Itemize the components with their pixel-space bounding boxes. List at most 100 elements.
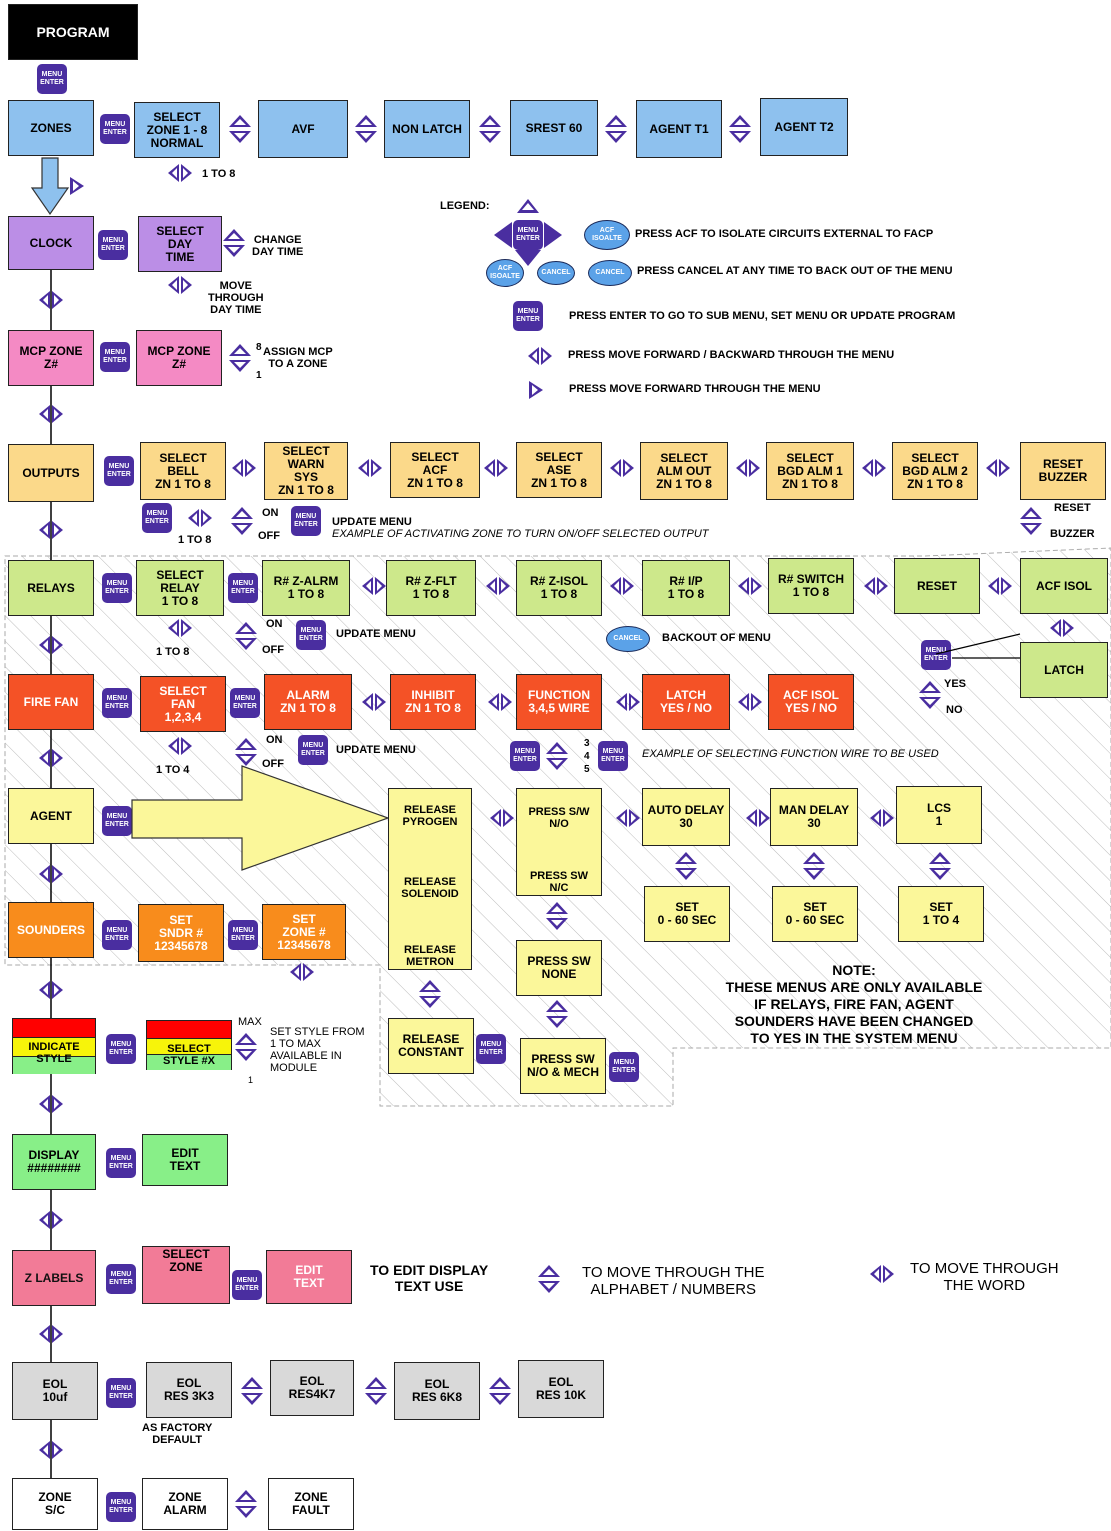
outputs-bell[interactable]: SELECT BELL ZN 1 TO 8 (140, 442, 226, 500)
menu-outputs[interactable]: OUTPUTS (8, 444, 94, 502)
relays-acf-isol[interactable]: ACF ISOL (1020, 558, 1108, 614)
menu-zone-sc[interactable]: ZONE S/C (12, 1478, 98, 1530)
style-select[interactable]: SELECT STYLE #X (146, 1020, 232, 1070)
menu-enter-button[interactable]: MENU ENTER (106, 1034, 136, 1064)
outputs-acf[interactable]: SELECT ACF ZN 1 TO 8 (390, 442, 480, 498)
zones-select[interactable]: SELECT ZONE 1 - 8 NORMAL (134, 102, 220, 158)
menu-enter-button[interactable]: MENU ENTER (142, 503, 172, 533)
menu-enter-button[interactable]: MENU ENTER (921, 640, 951, 670)
menu-zones[interactable]: ZONES (8, 100, 94, 156)
agent-auto-delay[interactable]: AUTO DELAY 30 (642, 788, 730, 846)
menu-enter-button[interactable]: MENU ENTER (102, 688, 132, 718)
labels-edit[interactable]: EDIT TEXT (266, 1250, 352, 1304)
agent-solenoid[interactable]: RELEASE SOLENOID (401, 876, 459, 900)
menu-enter-button[interactable]: MENU ENTER (291, 506, 321, 536)
fan-acf-isol[interactable]: ACF ISOL YES / NO (768, 674, 854, 730)
menu-z-labels[interactable]: Z LABELS (12, 1250, 96, 1306)
outputs-warn[interactable]: SELECT WARN SYS ZN 1 TO 8 (264, 442, 348, 500)
agent-press-no[interactable]: PRESS S/W N/O (528, 806, 590, 830)
menu-enter-button[interactable]: MENU ENTER (98, 230, 128, 260)
relays-latch[interactable]: LATCH (1020, 642, 1108, 698)
menu-enter-button[interactable]: MENU ENTER (228, 920, 258, 950)
eol-10k[interactable]: EOL RES 10K (518, 1360, 604, 1418)
sounders-sndr[interactable]: SET SNDR # 12345678 (138, 904, 224, 962)
menu-enter-button[interactable]: MENU ENTER (298, 735, 328, 765)
menu-clock[interactable]: CLOCK (8, 216, 94, 270)
menu-enter-button[interactable]: MENU ENTER (510, 741, 540, 771)
relays-zalrm[interactable]: R# Z-ALRM 1 TO 8 (262, 560, 350, 616)
menu-enter-button[interactable]: MENU ENTER (37, 64, 67, 94)
menu-enter-button[interactable]: MENU ENTER (232, 1270, 262, 1300)
agent-press-mech[interactable]: PRESS SW N/O & MECH (520, 1038, 606, 1094)
zones-avf[interactable]: AVF (258, 100, 348, 158)
relays-select[interactable]: SELECT RELAY 1 TO 8 (136, 560, 224, 616)
menu-enter-button[interactable]: MENU ENTER (102, 920, 132, 950)
menu-agent[interactable]: AGENT (8, 788, 94, 844)
menu-enter-button[interactable]: MENU ENTER (106, 1492, 136, 1522)
acf-isolate-button[interactable]: ACF ISOALTE (584, 220, 630, 250)
menu-enter-button[interactable]: MENU ENTER (228, 573, 258, 603)
relays-zisol[interactable]: R# Z-ISOL 1 TO 8 (516, 560, 602, 616)
cancel-button[interactable]: CANCEL (588, 260, 632, 286)
menu-enter-button[interactable]: MENU ENTER (513, 301, 543, 331)
menu-enter-button[interactable]: MENU ENTER (102, 573, 132, 603)
zone-fault[interactable]: ZONE FAULT (268, 1478, 354, 1530)
outputs-reset-buzzer[interactable]: RESET BUZZER (1020, 442, 1106, 500)
menu-enter-button[interactable]: MENU ENTER (513, 220, 543, 250)
sounders-zone[interactable]: SET ZONE # 12345678 (262, 904, 346, 960)
acf-isolate-button-small[interactable]: ACF ISOALTE (486, 259, 524, 287)
relays-ip[interactable]: R# I/P 1 TO 8 (642, 560, 730, 616)
outputs-alm-out[interactable]: SELECT ALM OUT ZN 1 TO 8 (640, 442, 728, 500)
menu-enter-button[interactable]: MENU ENTER (609, 1052, 639, 1082)
mcp-zone-select[interactable]: MCP ZONE Z# (136, 330, 222, 386)
agent-metron[interactable]: RELEASE METRON (404, 944, 456, 968)
cancel-button[interactable]: CANCEL (606, 626, 650, 652)
menu-sounders[interactable]: SOUNDERS (8, 902, 94, 958)
menu-enter-button[interactable]: MENU ENTER (476, 1034, 506, 1064)
relays-switch[interactable]: R# SWITCH 1 TO 8 (768, 558, 854, 614)
clock-select[interactable]: SELECT DAY TIME (138, 216, 222, 272)
menu-relays[interactable]: RELAYS (8, 560, 94, 616)
menu-enter-button[interactable]: MENU ENTER (598, 741, 628, 771)
menu-fire-fan[interactable]: FIRE FAN (8, 674, 94, 730)
agent-set-lcs[interactable]: SET 1 TO 4 (898, 886, 984, 942)
menu-enter-button[interactable]: MENU ENTER (106, 1264, 136, 1294)
outputs-bgd2[interactable]: SELECT BGD ALM 2 ZN 1 TO 8 (892, 442, 978, 500)
agent-pyrogen[interactable]: RELEASE PYROGEN (402, 804, 458, 828)
outputs-bgd1[interactable]: SELECT BGD ALM 1 ZN 1 TO 8 (766, 442, 854, 500)
fan-alarm[interactable]: ALARM ZN 1 TO 8 (264, 674, 352, 730)
eol-6k8[interactable]: EOL RES 6K8 (394, 1362, 480, 1420)
zones-agent-t2[interactable]: AGENT T2 (760, 98, 848, 156)
agent-set-auto[interactable]: SET 0 - 60 SEC (644, 886, 730, 942)
menu-enter-button[interactable]: MENU ENTER (102, 806, 132, 836)
menu-enter-button[interactable]: MENU ENTER (106, 1378, 136, 1408)
cancel-button-small[interactable]: CANCEL (537, 261, 575, 285)
relays-reset[interactable]: RESET (894, 558, 980, 614)
display-edit[interactable]: EDIT TEXT (142, 1134, 228, 1186)
labels-select[interactable]: SELECT ZONE (142, 1246, 230, 1304)
menu-enter-button[interactable]: MENU ENTER (106, 1148, 136, 1178)
fan-function[interactable]: FUNCTION 3,4,5 WIRE (516, 674, 602, 730)
menu-display[interactable]: DISPLAY ######## (12, 1134, 96, 1190)
fan-inhibit[interactable]: INHIBIT ZN 1 TO 8 (390, 674, 476, 730)
menu-indicate-style[interactable]: INDICATE STYLE (12, 1018, 96, 1074)
outputs-ase[interactable]: SELECT ASE ZN 1 TO 8 (516, 442, 602, 498)
agent-man-delay[interactable]: MAN DELAY 30 (770, 788, 858, 846)
agent-set-man[interactable]: SET 0 - 60 SEC (772, 886, 858, 942)
zones-srest[interactable]: SREST 60 (510, 100, 598, 156)
eol-3k3[interactable]: EOL RES 3K3 (146, 1362, 232, 1418)
menu-enter-button[interactable]: MENU ENTER (100, 114, 130, 144)
agent-lcs[interactable]: LCS 1 (896, 786, 982, 844)
fan-select[interactable]: SELECT FAN 1,2,3,4 (140, 676, 226, 732)
zones-non-latch[interactable]: NON LATCH (384, 100, 470, 158)
fan-latch[interactable]: LATCH YES / NO (642, 674, 730, 730)
menu-enter-button[interactable]: MENU ENTER (104, 456, 134, 486)
menu-enter-button[interactable]: MENU ENTER (296, 620, 326, 650)
menu-enter-button[interactable]: MENU ENTER (230, 688, 260, 718)
agent-press-nc[interactable]: PRESS SW N/C (529, 870, 589, 894)
menu-mcp-zone[interactable]: MCP ZONE Z# (8, 330, 94, 386)
zone-alarm[interactable]: ZONE ALARM (142, 1478, 228, 1530)
agent-constant[interactable]: RELEASE CONSTANT (388, 1018, 474, 1074)
menu-enter-button[interactable]: MENU ENTER (100, 342, 130, 372)
menu-eol[interactable]: EOL 10uf (12, 1362, 98, 1420)
